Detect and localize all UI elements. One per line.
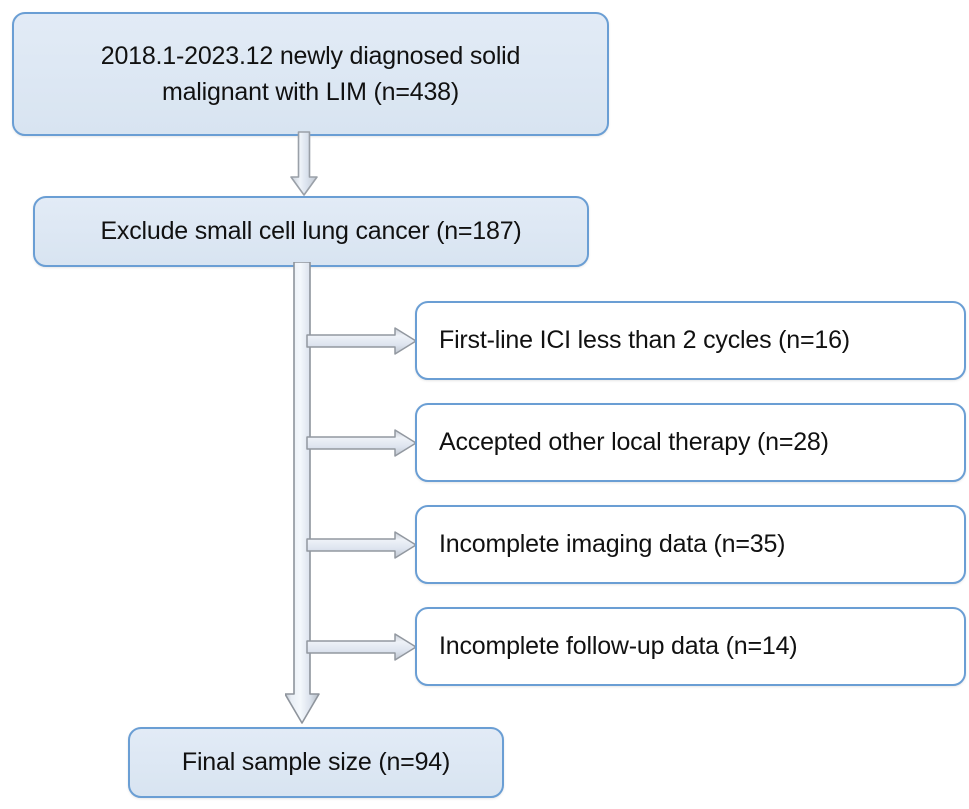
node-exclusion-2: Incomplete imaging data (n=35): [415, 505, 966, 584]
down-arrow-icon-trunk: [285, 262, 323, 727]
right-arrow-icon-exclusion-1: [306, 427, 418, 459]
node-cohort-line2: malignant with LIM (n=438): [161, 78, 460, 106]
node-cohort: 2018.1-2023.12 newly diagnosed solid mal…: [12, 12, 609, 136]
down-arrow-icon-cohort-to-exclude: [287, 131, 321, 199]
node-final-sample: Final sample size (n=94): [128, 727, 504, 798]
node-final-sample-label: Final sample size (n=94): [181, 748, 451, 777]
node-cohort-line1: 2018.1-2023.12 newly diagnosed solid: [100, 41, 521, 70]
right-arrow-icon-exclusion-2: [306, 529, 418, 561]
right-arrow-icon-exclusion-3: [306, 631, 418, 663]
node-exclusion-3-label: Incomplete follow-up data (n=14): [439, 632, 798, 661]
node-exclusion-1-label: Accepted other local therapy (n=28): [439, 428, 829, 457]
node-exclusion-3: Incomplete follow-up data (n=14): [415, 607, 966, 686]
node-exclusion-0: First-line ICI less than 2 cycles (n=16): [415, 301, 966, 380]
node-exclusion-0-label: First-line ICI less than 2 cycles (n=16): [439, 326, 850, 355]
node-cohort-label: 2018.1-2023.12 newly diagnosed solid mal…: [101, 38, 521, 111]
node-exclusion-2-label: Incomplete imaging data (n=35): [439, 530, 786, 559]
node-exclude-sclc-label: Exclude small cell lung cancer (n=187): [100, 217, 522, 246]
node-exclude-sclc: Exclude small cell lung cancer (n=187): [33, 196, 589, 267]
right-arrow-icon-exclusion-0: [306, 325, 418, 357]
node-exclusion-1: Accepted other local therapy (n=28): [415, 403, 966, 482]
